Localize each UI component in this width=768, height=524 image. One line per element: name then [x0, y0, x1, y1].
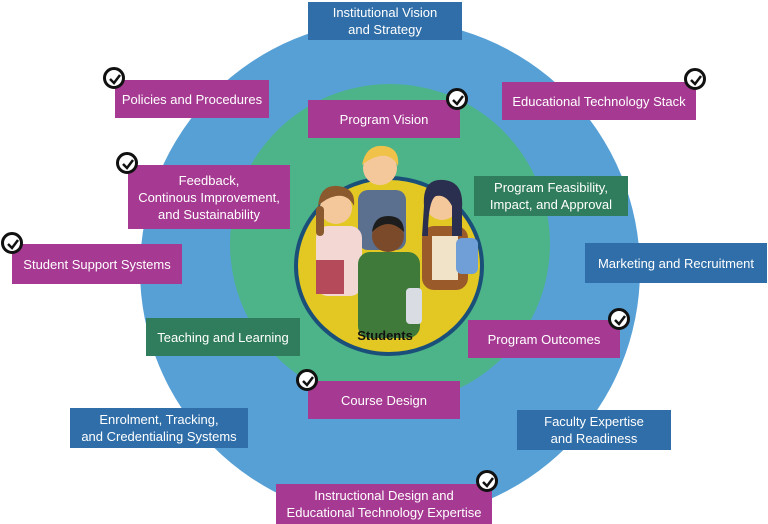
box-marketing: Marketing and Recruitment: [585, 243, 767, 283]
student-figure-right: [422, 179, 478, 290]
box-policies: Policies and Procedures: [115, 80, 269, 118]
box-institutional-vision: Institutional Vision and Strategy: [308, 2, 462, 40]
box-feasibility: Program Feasibility, Impact, and Approva…: [474, 176, 628, 216]
box-faculty: Faculty Expertise and Readiness: [517, 410, 671, 450]
check-icon: [446, 88, 468, 110]
check-icon: [116, 152, 138, 174]
check-icon: [608, 308, 630, 330]
check-icon: [476, 470, 498, 492]
box-program-vision: Program Vision: [308, 100, 460, 138]
box-student-support: Student Support Systems: [12, 244, 182, 284]
box-enrolment: Enrolment, Tracking, and Credentialing S…: [70, 408, 248, 448]
student-figure-front: [358, 216, 422, 338]
check-icon: [1, 232, 23, 254]
check-icon: [103, 67, 125, 89]
center-label-students: Students: [357, 328, 413, 343]
box-instructional-design: Instructional Design and Educational Tec…: [276, 484, 492, 524]
box-teaching: Teaching and Learning: [146, 318, 300, 356]
check-icon: [296, 369, 318, 391]
box-course-design: Course Design: [308, 381, 460, 419]
box-program-outcomes: Program Outcomes: [468, 320, 620, 358]
student-figure-left: [316, 185, 362, 296]
box-edtech-stack: Educational Technology Stack: [502, 82, 696, 120]
students-illustration: [316, 145, 478, 338]
box-feedback: Feedback, Continous Improvement, and Sus…: [128, 165, 290, 229]
check-icon: [684, 68, 706, 90]
